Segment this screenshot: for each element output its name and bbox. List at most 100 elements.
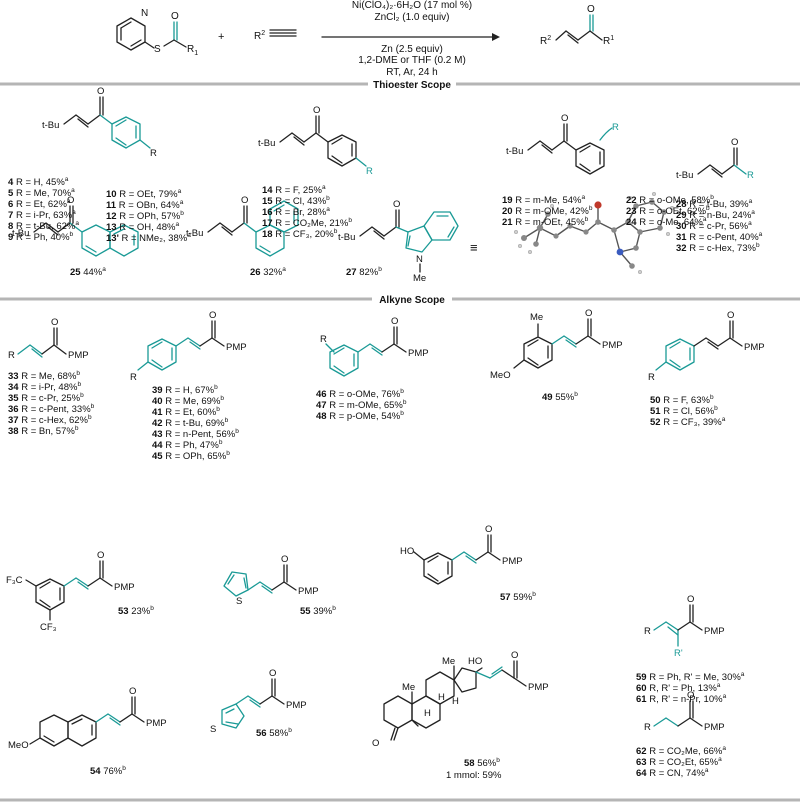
entry-text: 44% bbox=[83, 267, 103, 278]
compound-number: 13 bbox=[106, 222, 119, 233]
pmp-label: PMP bbox=[286, 700, 307, 711]
entry-c49-0: 49 55%b bbox=[542, 391, 578, 403]
entry-text: R = OBn, 64% bbox=[119, 200, 181, 211]
footnote-marker: b bbox=[216, 406, 220, 413]
entry-g4-0: 28 R = t-Bu, 39%a bbox=[676, 198, 753, 210]
entry-g2-0: 14 R = F, 25%a bbox=[262, 184, 326, 196]
entry-text: R = Et, 60% bbox=[165, 407, 217, 418]
footnote-marker: b bbox=[378, 266, 382, 273]
entry-g5-1: 34 R = i-Pr, 48%b bbox=[8, 381, 81, 393]
o-label: O bbox=[727, 310, 734, 321]
compound-number: 34 bbox=[8, 382, 21, 393]
compound-number: 26 bbox=[250, 267, 263, 278]
footnote-marker: b bbox=[589, 205, 593, 212]
entry-g7-1: 47 R = m-OMe, 65%b bbox=[316, 399, 407, 411]
structure-53: F₃C CF₃ O PMP bbox=[6, 550, 135, 633]
footnote-marker: a bbox=[75, 220, 79, 227]
entry-text: R = i-Pr, 48% bbox=[21, 382, 78, 393]
r-label: R bbox=[644, 626, 651, 637]
footnote-marker: a bbox=[71, 187, 75, 194]
entry-g1a-4: 8 R = t-Bu, 62%a bbox=[8, 220, 79, 232]
footnote-marker: b bbox=[585, 216, 589, 223]
h-label: H bbox=[424, 708, 431, 719]
entry-g6-4: 43 R = n-Pent, 56%b bbox=[152, 428, 239, 440]
entry-text: R = Ph, 40% bbox=[16, 232, 70, 243]
compound-number: 7 bbox=[8, 210, 16, 221]
compound-number: 17 bbox=[262, 218, 275, 229]
entry-text: R = m-OMe, 42% bbox=[515, 206, 589, 217]
entry-text: R = m-OMe, 65% bbox=[329, 400, 403, 411]
entry-text: R = n-Bu, 24% bbox=[689, 210, 752, 221]
cf3-label: CF₃ bbox=[40, 622, 57, 633]
entry-c26-0: 26 32%a bbox=[250, 266, 286, 278]
condition-reductant: Zn (2.5 equiv) bbox=[381, 44, 443, 55]
me-label: Me bbox=[530, 312, 543, 323]
condition-temp-time: RT, Ar, 24 h bbox=[386, 67, 438, 78]
footnote-marker: a bbox=[581, 194, 585, 201]
entry-text: R = CO₂Me, 21% bbox=[275, 218, 349, 229]
entry-g4-4: 32 R = c-Hex, 73%b bbox=[676, 242, 760, 254]
s-label: S bbox=[210, 724, 216, 735]
footnote-marker: a bbox=[717, 682, 721, 689]
entry-text: 39% bbox=[313, 606, 333, 617]
entry-g8-1: 51 R = Cl, 56%b bbox=[650, 405, 718, 417]
compound-number: 24 bbox=[626, 217, 639, 228]
compound-number: 54 bbox=[90, 766, 103, 777]
o-label: O bbox=[67, 195, 74, 206]
compound-number: 48 bbox=[316, 411, 329, 422]
reaction-header: N S O R1 + R2 Ni(ClO₄)₂·6H₂O (17 mol %) … bbox=[116, 0, 614, 78]
tbu-label: t-Bu bbox=[258, 138, 275, 149]
r-label: R bbox=[320, 334, 327, 345]
entry-text: R = m-Me, 54% bbox=[515, 195, 582, 206]
note-58-scaleup: 1 mmol: 59% bbox=[446, 770, 502, 781]
r-label: R bbox=[747, 170, 754, 181]
pmp-label: PMP bbox=[502, 556, 523, 567]
entry-g9-0: 59 R = Ph, R' = Me, 30%a bbox=[636, 671, 745, 683]
me-label: Me bbox=[442, 656, 455, 667]
entry-g5-0: 33 R = Me, 68%b bbox=[8, 370, 80, 382]
pmp-label: PMP bbox=[528, 682, 549, 693]
o-label: O bbox=[97, 550, 104, 561]
entry-text: 58% bbox=[269, 728, 289, 739]
entry-text: R = Et, 62% bbox=[16, 199, 68, 210]
entry-g2-4: 18 R = CF₃, 20%b bbox=[262, 228, 338, 240]
entry-g6-6: 45 R = OPh, 65%b bbox=[152, 450, 230, 462]
structure-14-18: t-Bu O R bbox=[258, 105, 373, 177]
footnote-marker: b bbox=[88, 414, 92, 421]
footnote-marker: b bbox=[496, 757, 500, 764]
entry-c25-0: 25 44%a bbox=[70, 266, 106, 278]
o-label: O bbox=[485, 524, 492, 535]
entry-g5-3: 36 R = c-Pent, 33%b bbox=[8, 403, 95, 415]
o-label: O bbox=[281, 554, 288, 565]
pmp-label: PMP bbox=[114, 582, 135, 593]
entry-g2-3: 17 R = CO₂Me, 21%b bbox=[262, 217, 352, 229]
structure-57: HO O PMP bbox=[400, 524, 523, 585]
alkyne-scope-title: Alkyne Scope bbox=[379, 295, 445, 306]
footnote-marker: b bbox=[574, 391, 578, 398]
compound-number: 5 bbox=[8, 188, 16, 199]
h-label: H bbox=[452, 696, 459, 707]
compound-number: 27 bbox=[346, 267, 359, 278]
structure-62-64: R O PMP bbox=[644, 690, 725, 733]
o-label: O bbox=[511, 650, 518, 661]
entry-text: R = H, 67% bbox=[165, 385, 214, 396]
entry-text: R = t-Bu, 62% bbox=[16, 221, 76, 232]
thioester-s-label: S bbox=[154, 44, 161, 55]
reactant-r1-label: R1 bbox=[187, 44, 198, 57]
entry-g3a-1: 20 R = m-OMe, 42%b bbox=[502, 205, 593, 217]
entry-text: R = o-OMe, 76% bbox=[329, 389, 401, 400]
entry-g1a-3: 7 R = i-Pr, 63%a bbox=[8, 209, 76, 221]
entry-g3b-2: 24 R = o-Me, 64%a bbox=[626, 216, 707, 228]
compound-number: 12 bbox=[106, 211, 119, 222]
footnote-marker: a bbox=[178, 188, 182, 195]
structure-50-52: R O PMP bbox=[648, 310, 765, 383]
compound-number: 18 bbox=[262, 229, 275, 240]
entry-g3a-0: 19 R = m-Me, 54%a bbox=[502, 194, 585, 206]
me-label: Me bbox=[413, 273, 426, 284]
entry-text: R = H, 45% bbox=[16, 177, 65, 188]
f3c-label: F₃C bbox=[6, 575, 23, 586]
reactant-r2-label: R2 bbox=[254, 30, 265, 42]
ho-label: HO bbox=[468, 656, 482, 667]
entry-c57-0: 57 59%b bbox=[500, 591, 536, 603]
entry-text: R = m-OEt, 45% bbox=[515, 217, 585, 228]
